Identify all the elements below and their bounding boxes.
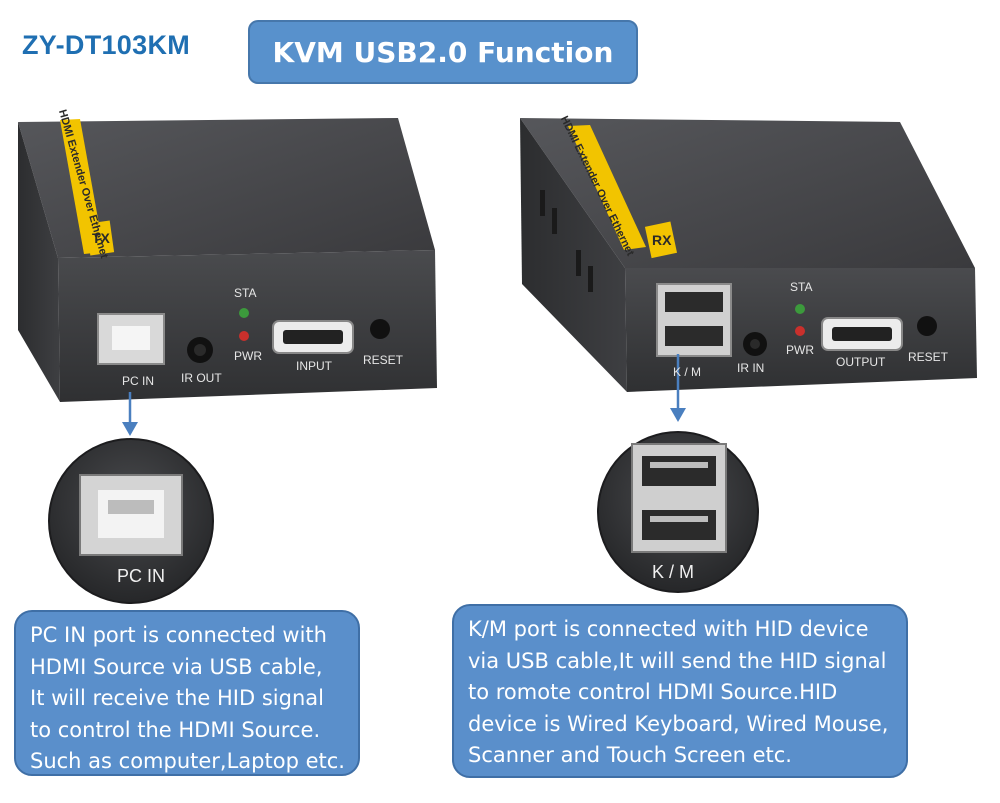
km-description-line: to romote control HDMI Source.HID <box>468 680 838 704</box>
pc-in-description: PC IN port is connected with HDMI Source… <box>14 610 360 776</box>
rx-device <box>520 118 977 392</box>
tx-zoom-circle <box>48 438 214 604</box>
tx-side-panel <box>18 122 60 402</box>
rx-arrow <box>670 354 686 422</box>
pc-in-description-line: HDMI Source via USB cable, <box>30 654 323 679</box>
rx-pwr-led <box>795 326 805 336</box>
tx-ir-out-label: IR OUT <box>181 371 222 385</box>
km-description-line: K/M port is connected with HID device <box>468 617 869 641</box>
pc-in-port <box>97 313 165 365</box>
tx-pwr-led <box>239 331 249 341</box>
km-description-line: Scanner and Touch Screen etc. <box>468 743 792 767</box>
rx-output-label: OUTPUT <box>836 355 886 369</box>
tx-reset-button <box>370 319 390 339</box>
tx-arrow <box>122 392 138 436</box>
rx-sta-led <box>795 304 805 314</box>
tx-sta-led <box>239 308 249 318</box>
tx-pc-in-label: PC IN <box>122 374 155 388</box>
tx-device <box>18 118 437 402</box>
tx-top-panel <box>18 118 435 258</box>
pc-in-description-line: PC IN port is connected with <box>30 623 327 647</box>
km-description-line: device is Wired Keyboard, Wired Mouse, <box>468 711 889 736</box>
rx-km-label: K / M <box>673 365 702 379</box>
pc-in-port-inner <box>112 326 150 350</box>
rx-zoom-label: K / M <box>652 562 695 582</box>
tx-pwr-label: PWR <box>234 349 262 363</box>
rx-side-panel <box>520 118 627 392</box>
pc-in-description-line: It will receive the HID signal <box>30 686 324 710</box>
tx-unit-text: TX <box>92 230 110 246</box>
rx-reset-label: RESET <box>908 350 949 364</box>
tx-sta-label: STA <box>234 286 257 300</box>
tx-input-label: INPUT <box>296 359 332 373</box>
rx-sta-label: STA <box>790 280 813 294</box>
tx-reset-label: RESET <box>363 353 404 367</box>
model-name: ZY-DT103KM <box>22 30 191 60</box>
function-banner: KVM USB2.0 Function <box>248 20 638 84</box>
rx-ir-in-label: IR IN <box>737 361 765 375</box>
tx-zoom-label: PC IN <box>117 566 166 586</box>
rx-pwr-label: PWR <box>786 343 814 357</box>
pc-in-description-line: Such as computer,Laptop etc. <box>30 749 345 773</box>
rx-unit-badge <box>644 221 678 259</box>
pc-in-description-line: to control the HDMI Source. <box>30 717 321 742</box>
rx-unit-text: RX <box>652 232 672 248</box>
tx-unit-badge <box>85 220 115 256</box>
tx-label-strip <box>60 119 104 254</box>
rx-label-strip <box>568 125 646 250</box>
rx-zoom-circle <box>597 431 759 593</box>
km-description-line: via USB cable,It will send the HID signa… <box>468 648 887 673</box>
rx-reset-button <box>917 316 937 336</box>
km-description: K/M port is connected with HID device vi… <box>452 604 908 778</box>
